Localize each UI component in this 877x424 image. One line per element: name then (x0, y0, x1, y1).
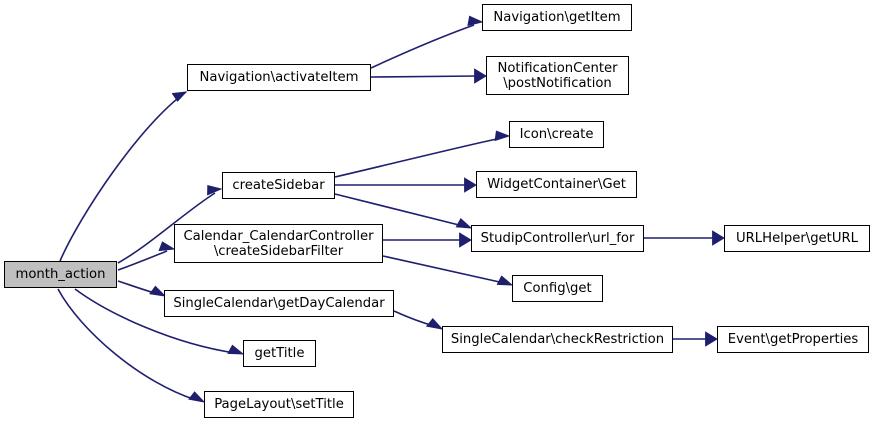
graph-node-event_getproperties[interactable]: Event\getProperties (717, 326, 869, 353)
graph-node-label: Icon\create (519, 127, 594, 142)
arrowhead-icon (171, 91, 188, 102)
call-edge-createsidebar-to-icon_create (334, 137, 502, 178)
graph-node-singlecalendar_checkrestriction[interactable]: SingleCalendar\checkRestriction (442, 326, 673, 353)
graph-node-gettitle[interactable]: getTitle (243, 340, 316, 367)
arrowhead-icon (425, 318, 444, 330)
graph-node-icon_create[interactable]: Icon\create (509, 121, 604, 148)
arrowhead-icon (459, 232, 472, 248)
graph-node-label: Event\getProperties (727, 332, 859, 347)
arrowhead-icon (467, 15, 484, 27)
graph-node-urlhelper_geturl[interactable]: URLHelper\getURL (724, 225, 870, 252)
graph-node-label: createSidebar (232, 178, 325, 193)
graph-node-navigation_activateitem[interactable]: Navigation\activateItem (187, 64, 371, 91)
graph-node-navigation_getitem[interactable]: Navigation\getItem (482, 4, 632, 31)
graph-node-label: Navigation\getItem (493, 10, 621, 25)
arrowhead-icon (188, 391, 206, 403)
graph-node-label: getTitle (254, 346, 305, 361)
arrowhead-icon (494, 130, 511, 142)
call-edge-month_action-to-gettitle (74, 288, 236, 354)
call-edge-month_action-to-createsidebar (117, 192, 216, 264)
arrowhead-icon (455, 218, 473, 229)
call-edge-singlecalendar_getdaycalendar-to-singlecalendar_checkrestriction (393, 310, 435, 327)
graph-node-label: Navigation\activateItem (199, 70, 359, 85)
arrowhead-icon (705, 331, 718, 347)
arrowhead-icon (712, 230, 725, 246)
graph-node-label: month_action (15, 267, 106, 282)
arrowhead-icon (464, 177, 477, 193)
graph-node-config_get[interactable]: Config\get (512, 275, 603, 302)
call-edge-month_action-to-pagelayout_settitle (57, 288, 197, 401)
call-edge-navigation_activateitem-to-notificationcenter_postnotification (370, 75, 479, 78)
call-edge-navigation_activateitem-to-navigation_getitem (370, 24, 475, 69)
call-edge-month_action-to-calendar_createsidebarfilter (117, 250, 168, 271)
call-edge-month_action-to-navigation_activateitem (59, 91, 187, 262)
graph-node-month_action[interactable]: month_action (4, 261, 117, 288)
graph-node-label: Config\get (523, 281, 592, 296)
graph-node-label: SingleCalendar\checkRestriction (450, 332, 665, 347)
graph-node-calendar_createsidebarfilter[interactable]: Calendar_CalendarController \createSideb… (174, 224, 383, 263)
graph-node-label: WidgetContainer\Get (487, 177, 626, 192)
call-edge-calendar_createsidebarfilter-to-config_get (382, 255, 505, 284)
arrowhead-icon (207, 184, 223, 196)
graph-node-label: PageLayout\setTitle (214, 397, 344, 412)
arrowhead-icon (158, 241, 176, 252)
call-edge-createsidebar-to-studipcontroller_url_for (334, 193, 464, 227)
graph-node-singlecalendar_getdaycalendar[interactable]: SingleCalendar\getDayCalendar (164, 290, 394, 317)
graph-node-studipcontroller_url_for[interactable]: StudipController\url_for (471, 225, 644, 252)
graph-node-label: Calendar_CalendarController \createSideb… (183, 228, 374, 259)
graph-node-notificationcenter_postnotification[interactable]: NotificationCenter \postNotification (486, 56, 629, 95)
arrowhead-icon (496, 275, 514, 286)
graph-node-label: SingleCalendar\getDayCalendar (173, 296, 385, 311)
arrowhead-icon (149, 285, 167, 297)
graph-node-label: NotificationCenter \postNotification (497, 60, 618, 91)
arrowhead-icon (474, 68, 487, 84)
graph-node-label: URLHelper\getURL (735, 231, 859, 246)
graph-node-label: StudipController\url_for (480, 231, 635, 246)
graph-node-pagelayout_settitle[interactable]: PageLayout\setTitle (204, 391, 354, 418)
arrowhead-icon (227, 344, 245, 355)
graph-node-createsidebar[interactable]: createSidebar (222, 172, 335, 199)
graph-node-widgetcontainer_get[interactable]: WidgetContainer\Get (476, 171, 637, 198)
